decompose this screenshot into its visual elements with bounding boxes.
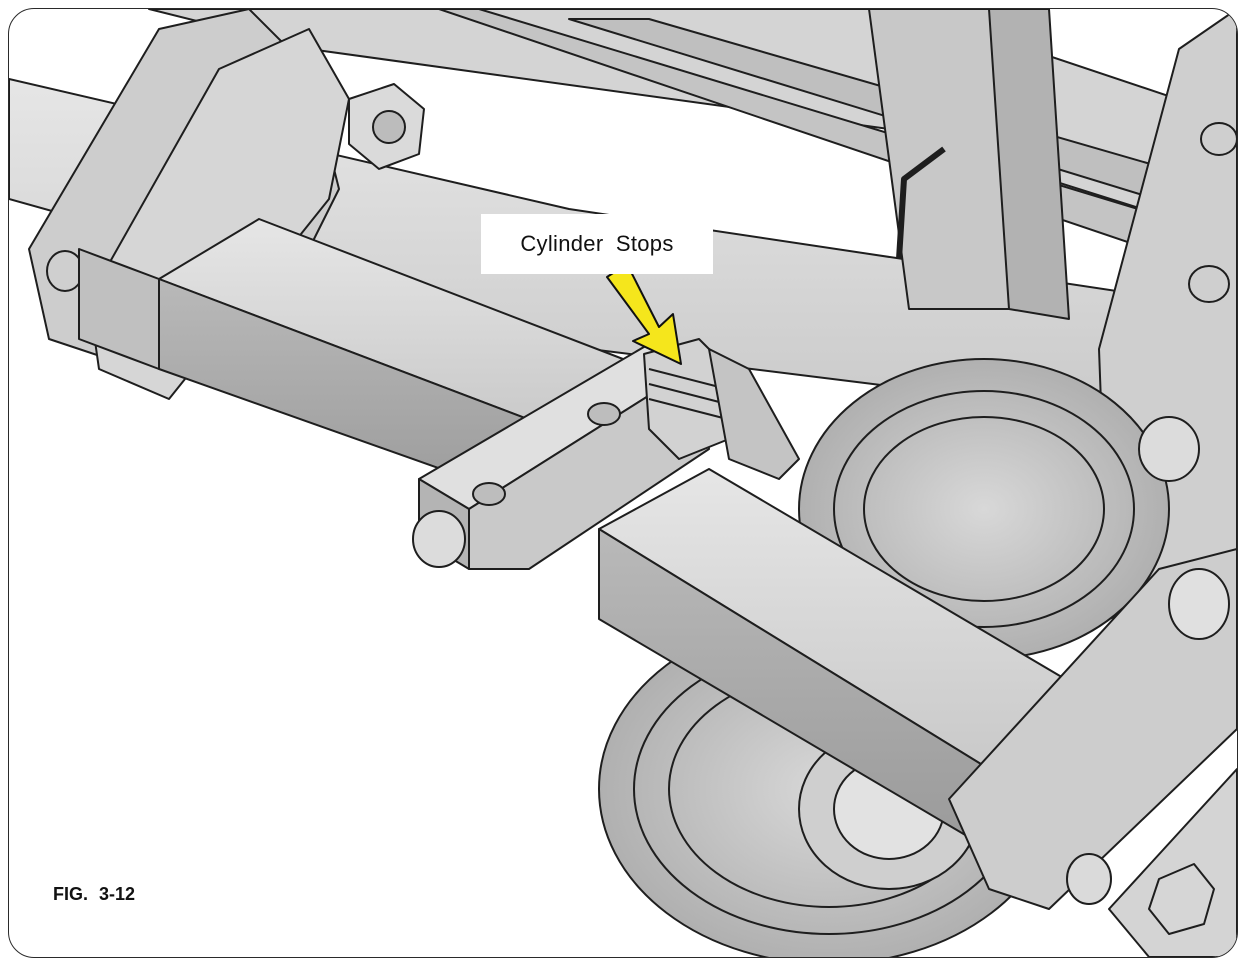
machine-illustration xyxy=(9,9,1237,957)
rear-tire-groove-2 xyxy=(863,416,1105,602)
link-bolt-head-2 xyxy=(472,482,506,506)
stop-plate-line xyxy=(648,368,728,390)
link-bolt-head xyxy=(587,402,621,426)
left-pivot-pin xyxy=(46,250,84,292)
lever-handle xyxy=(896,146,946,260)
callout-label: Cylinder Stops xyxy=(481,214,713,274)
right-upper-pin-2 xyxy=(1188,265,1230,303)
figure-number: FIG. 3-12 xyxy=(53,884,136,904)
right-lower-nut xyxy=(1148,863,1215,935)
main-tube-end xyxy=(78,248,160,370)
right-upper-pin xyxy=(1200,122,1237,156)
right-pivot-bushing xyxy=(1168,568,1230,640)
callout-arrow-icon xyxy=(606,263,682,365)
stop-plate-line-2 xyxy=(648,383,728,405)
link-pivot-bushing xyxy=(412,510,466,568)
upper-nut-center xyxy=(372,110,406,144)
right-mid-bushing xyxy=(1138,416,1200,482)
right-pivot-pin xyxy=(1066,853,1112,905)
stop-bracket xyxy=(708,348,800,480)
callout-arrow xyxy=(606,263,682,365)
right-lower-plate xyxy=(948,548,1237,910)
figure-frame: Cylinder Stops FIG. 3-12 xyxy=(8,8,1238,958)
stop-plate-line-3 xyxy=(648,398,728,420)
vertical-plate-2 xyxy=(988,9,1070,320)
rear-tire-groove xyxy=(833,390,1135,628)
